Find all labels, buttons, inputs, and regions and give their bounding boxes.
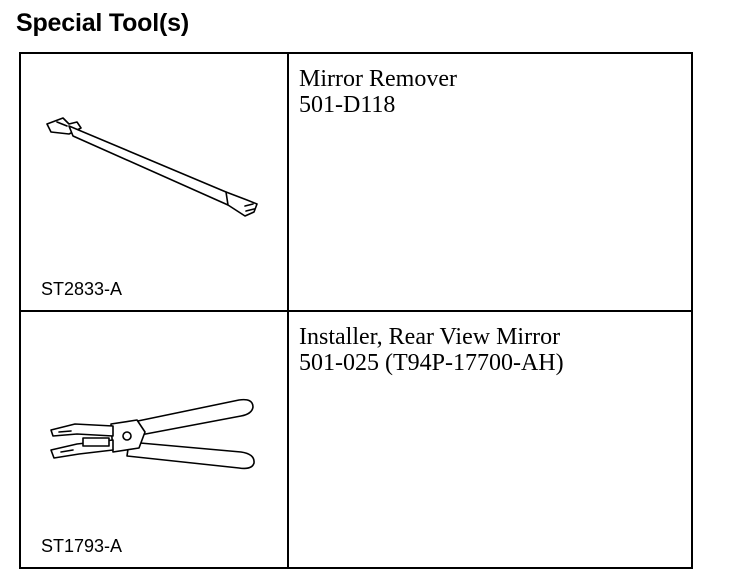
mirror-remover-illustration <box>46 117 258 217</box>
tool-name: Mirror Remover <box>299 66 457 92</box>
installer-pliers-illustration <box>50 398 255 470</box>
page-title: Special Tool(s) <box>16 9 189 37</box>
tool-description-cell: Mirror Remover 501-D118 <box>287 52 693 312</box>
tool-code: ST1793-A <box>41 536 123 556</box>
tool-name: Installer, Rear View Mirror <box>299 324 561 350</box>
tool-number: 501-D118 <box>299 92 396 118</box>
special-tools-table: ST2833-A Mirror Remover 501-D118 <box>19 52 693 569</box>
tool-number: 501-025 (T94P-17700-AH) <box>299 350 564 376</box>
tool-row: ST2833-A Mirror Remover 501-D118 <box>19 52 693 312</box>
tool-image-cell: ST1793-A <box>19 310 289 569</box>
tool-code: ST2833-A <box>41 279 123 299</box>
tool-description-cell: Installer, Rear View Mirror 501-025 (T94… <box>287 310 693 569</box>
tool-row: ST1793-A Installer, Rear View Mirror 501… <box>19 310 693 569</box>
tool-image-cell: ST2833-A <box>19 52 289 312</box>
